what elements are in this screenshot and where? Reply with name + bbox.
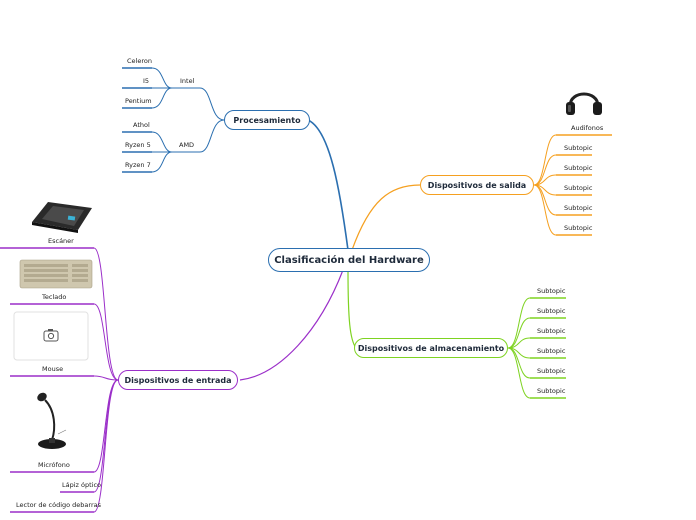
connector-intel-pentium (151, 87, 173, 109)
leaf-almacenamiento-sub-5[interactable]: Subtopic (537, 367, 566, 375)
leaf-audifonos[interactable]: Audifonos (571, 124, 604, 132)
leaf-almacenamiento-sub-6[interactable]: Subtopic (537, 387, 566, 395)
scanner-image (32, 202, 92, 233)
connector-procesamiento-intel (199, 87, 225, 121)
connector-amd-ryzen7 (151, 151, 173, 173)
topic-entrada[interactable]: Dispositivos de entrada (118, 370, 238, 390)
leaf-almacenamiento-sub-3[interactable]: Subtopic (537, 327, 566, 335)
connector-salida-6 (533, 184, 557, 236)
camera-placeholder-icon (13, 311, 89, 361)
leaf-lapiz-optico[interactable]: Lápiz óptico (62, 481, 102, 489)
leaf-salida-sub-1[interactable]: Subtopic (564, 144, 593, 152)
connector-root-almacenamiento (347, 269, 357, 349)
subtopic-amd[interactable]: AMD (179, 141, 195, 149)
leaf-ryzen7[interactable]: Ryzen 7 (125, 161, 151, 169)
leaf-almacenamiento-sub-1[interactable]: Subtopic (537, 287, 566, 295)
topic-procesamiento[interactable]: Procesamiento (224, 110, 310, 130)
connector-almacenamiento-1 (507, 297, 531, 349)
topic-almacenamiento[interactable]: Dispositivos de almacenamiento (354, 338, 508, 358)
connector-root-salida (351, 184, 421, 251)
connector-entrada-escaner (93, 247, 119, 381)
leaf-almacenamiento-sub-2[interactable]: Subtopic (537, 307, 566, 315)
headphones-image (566, 92, 602, 115)
connector-root-entrada (239, 269, 344, 381)
connector-entrada-mouse (93, 375, 119, 381)
leaf-salida-sub-3[interactable]: Subtopic (564, 184, 593, 192)
leaf-lector-codigo[interactable]: Lector de código debarras (16, 501, 102, 509)
leaf-celeron[interactable]: Celeron (127, 57, 152, 65)
leaf-athol[interactable]: Athol (133, 121, 150, 129)
root-topic[interactable]: Clasificación del Hardware (268, 248, 430, 272)
connector-entrada-teclado (93, 303, 119, 381)
leaf-salida-sub-5[interactable]: Subtopic (564, 224, 593, 232)
leaf-escaner[interactable]: Escáner (48, 237, 74, 245)
leaf-salida-sub-2[interactable]: Subtopic (564, 164, 593, 172)
connector-salida-2 (533, 154, 557, 186)
connector-entrada-lector (93, 379, 119, 513)
leaf-salida-sub-4[interactable]: Subtopic (564, 204, 593, 212)
connector-almacenamiento-6 (507, 347, 531, 399)
connector-salida-1 (533, 134, 557, 186)
topic-salida[interactable]: Dispositivos de salida (420, 175, 534, 195)
connector-almacenamiento-2 (507, 317, 531, 349)
connector-procesamiento-amd (199, 119, 225, 153)
subtopic-intel[interactable]: Intel (180, 77, 195, 85)
leaf-i5[interactable]: I5 (143, 77, 150, 85)
leaf-ryzen5[interactable]: Ryzen 5 (125, 141, 151, 149)
leaf-microfono[interactable]: Micrófono (38, 461, 70, 469)
leaf-mouse[interactable]: Mouse (42, 365, 64, 373)
leaf-pentium[interactable]: Pentium (125, 97, 152, 105)
keyboard-image (19, 259, 93, 289)
leaf-almacenamiento-sub-4[interactable]: Subtopic (537, 347, 566, 355)
microphone-image (37, 392, 67, 449)
connector-root-procesamiento (307, 119, 349, 251)
connector-intel-celeron (151, 67, 173, 89)
leaf-teclado[interactable]: Teclado (42, 293, 67, 301)
connector-salida-3 (533, 174, 557, 186)
connector-almacenamiento-3 (507, 337, 531, 349)
connector-amd-athol (151, 131, 173, 153)
